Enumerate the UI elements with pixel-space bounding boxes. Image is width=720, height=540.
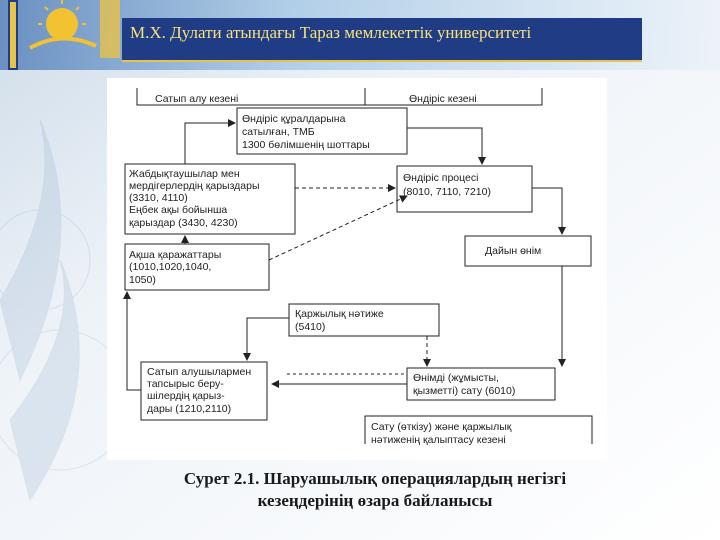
box-sales-line2: қызметті) сату (6010) bbox=[413, 385, 515, 397]
box-buyers-line2: тапсырыс беру- bbox=[147, 378, 224, 390]
box-buyers-line4: дары (1210,2110) bbox=[147, 403, 231, 415]
box-liabilities bbox=[124, 163, 296, 235]
box-production-line2: (8010, 7110, 7210) bbox=[403, 186, 491, 198]
box-equipment-line3: 1300 бөлімшенің шоттары bbox=[242, 139, 370, 151]
figure-caption-line1: Сурет 2.1. Шаруашылық операциялардың нег… bbox=[183, 469, 567, 488]
ornament-stripe-icon bbox=[8, 0, 120, 70]
box-financial-result bbox=[288, 303, 440, 337]
title-bar bbox=[122, 18, 642, 62]
box-sales-line1: Өнімді (жұмысты, bbox=[413, 372, 499, 384]
box-liabilities-line1: Жабдықтаушылар мен bbox=[129, 168, 240, 180]
box-liabilities-line4: Еңбек ақы бойынша bbox=[129, 204, 227, 216]
box-cash-line3: 1050) bbox=[129, 274, 156, 286]
flow-arrows bbox=[123, 119, 566, 391]
box-buyers-line1: Сатып алушылармен bbox=[147, 366, 251, 378]
box-cash bbox=[124, 243, 270, 291]
figure-caption-line2: кезеңдерінің өзара байланысы bbox=[257, 491, 493, 510]
box-financial-result-line2: (5410) bbox=[295, 321, 325, 333]
box-finished-product-label: Дайын өнім bbox=[485, 245, 541, 257]
header-purchase-period: Сатып алу кезені bbox=[155, 93, 238, 105]
box-finished-product bbox=[464, 235, 592, 267]
box-liabilities-line3: (3310, 4110) bbox=[129, 192, 188, 204]
header-production-period: Өндіріс кезені bbox=[409, 93, 477, 105]
header-bracket bbox=[136, 88, 543, 106]
box-equipment bbox=[236, 107, 408, 155]
sales-period-line1: Сату (өткізу) және қаржылық bbox=[371, 421, 512, 433]
box-liabilities-line2: мердігерлердің қарыздары bbox=[129, 180, 260, 192]
sales-period-bracket bbox=[364, 415, 593, 444]
box-liabilities-line5: қарыздар (3430, 4230) bbox=[129, 217, 238, 229]
box-production bbox=[396, 165, 533, 213]
sun-emblem-icon bbox=[29, 0, 97, 50]
slide-title: М.Х. Дулати атындағы Тараз мемлекеттік у… bbox=[130, 23, 532, 42]
box-buyers-line3: шілердің қарыз- bbox=[147, 390, 225, 402]
box-cash-line1: Ақша қаражаттары bbox=[129, 249, 221, 261]
flow-diagram: Сатып алу кезені Өндіріс кезені Өндіріс … bbox=[107, 78, 607, 460]
box-production-line1: Өндіріс процесі bbox=[403, 172, 478, 184]
figure-caption: Сурет 2.1. Шаруашылық операциялардың нег… bbox=[140, 468, 610, 512]
box-cash-line2: (1010,1020,1040, bbox=[129, 261, 211, 273]
box-equipment-line1: Өндіріс құралдарына bbox=[242, 113, 346, 125]
box-financial-result-line1: Қаржылық нәтиже bbox=[295, 308, 384, 320]
box-equipment-line2: сатылған, ТМБ bbox=[242, 126, 315, 138]
box-buyers bbox=[140, 361, 268, 421]
sales-period-line2: нәтиженің қалыптасу кезені bbox=[371, 434, 506, 446]
box-sales bbox=[406, 367, 556, 401]
